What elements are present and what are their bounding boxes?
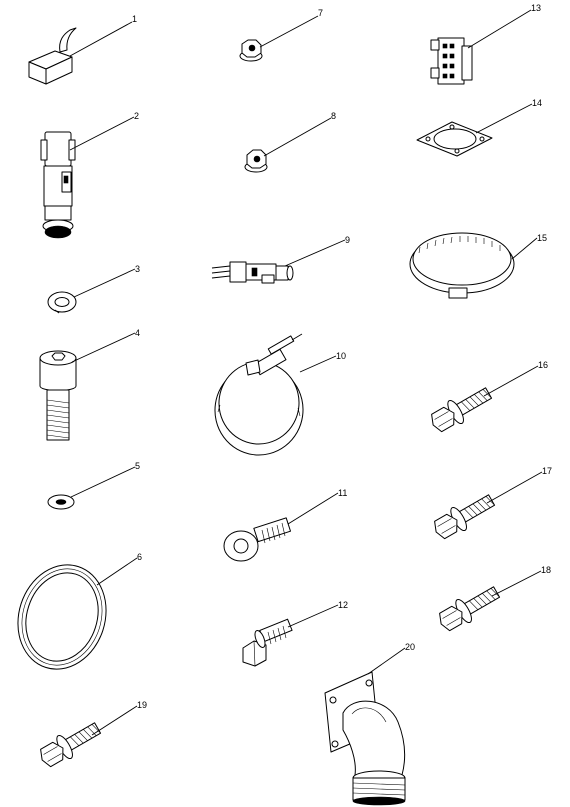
part-6-gasket-ring: 6 <box>17 552 142 670</box>
callout-3: 3 <box>135 264 140 274</box>
part-2-connector: 2 <box>40 111 139 239</box>
callout-18: 18 <box>541 565 551 575</box>
callout-9: 9 <box>345 235 350 245</box>
callout-10: 10 <box>336 351 346 361</box>
callout-7: 7 <box>318 8 323 18</box>
part-20-flanged-elbow: 20 <box>324 642 415 806</box>
callout-8: 8 <box>331 111 336 121</box>
part-18-flange-bolt: 18 <box>439 565 551 632</box>
callout-14: 14 <box>532 98 542 108</box>
part-9-inline-connector: 9 <box>211 235 350 284</box>
part-12-drain-plug: 12 <box>242 600 348 667</box>
part-14-flange-gasket: 14 <box>416 98 542 157</box>
callout-20: 20 <box>405 642 415 652</box>
part-3-lock-washer: 3 <box>47 264 140 314</box>
callout-12: 12 <box>338 600 348 610</box>
callout-6: 6 <box>137 552 142 562</box>
part-10-t-bolt-clamp: 10 <box>214 333 346 456</box>
part-15-hose-clamp: 15 <box>409 232 547 299</box>
part-5-seal-washer: 5 <box>47 461 140 510</box>
part-1-terminal-cap: 1 <box>28 14 137 85</box>
part-7-flange-nut: 7 <box>239 8 323 62</box>
callout-16: 16 <box>538 360 548 370</box>
callout-19: 19 <box>137 700 147 710</box>
callout-4: 4 <box>135 328 140 338</box>
callout-13: 13 <box>531 3 541 13</box>
callout-1: 1 <box>132 14 137 24</box>
part-11-banjo-fitting: 11 <box>223 488 347 562</box>
callout-2: 2 <box>134 111 139 121</box>
part-16-flange-bolt: 16 <box>431 360 548 433</box>
callout-11: 11 <box>338 488 347 498</box>
callout-17: 17 <box>542 466 552 476</box>
part-8-flange-nut: 8 <box>244 111 336 173</box>
part-19-flange-bolt: 19 <box>40 700 147 768</box>
callout-15: 15 <box>537 233 547 243</box>
part-13-multi-pin-connector: 13 <box>430 3 541 85</box>
part-4-cap-screw: 4 <box>39 328 140 441</box>
part-17-flange-bolt: 17 <box>434 466 552 540</box>
callout-5: 5 <box>135 461 140 471</box>
